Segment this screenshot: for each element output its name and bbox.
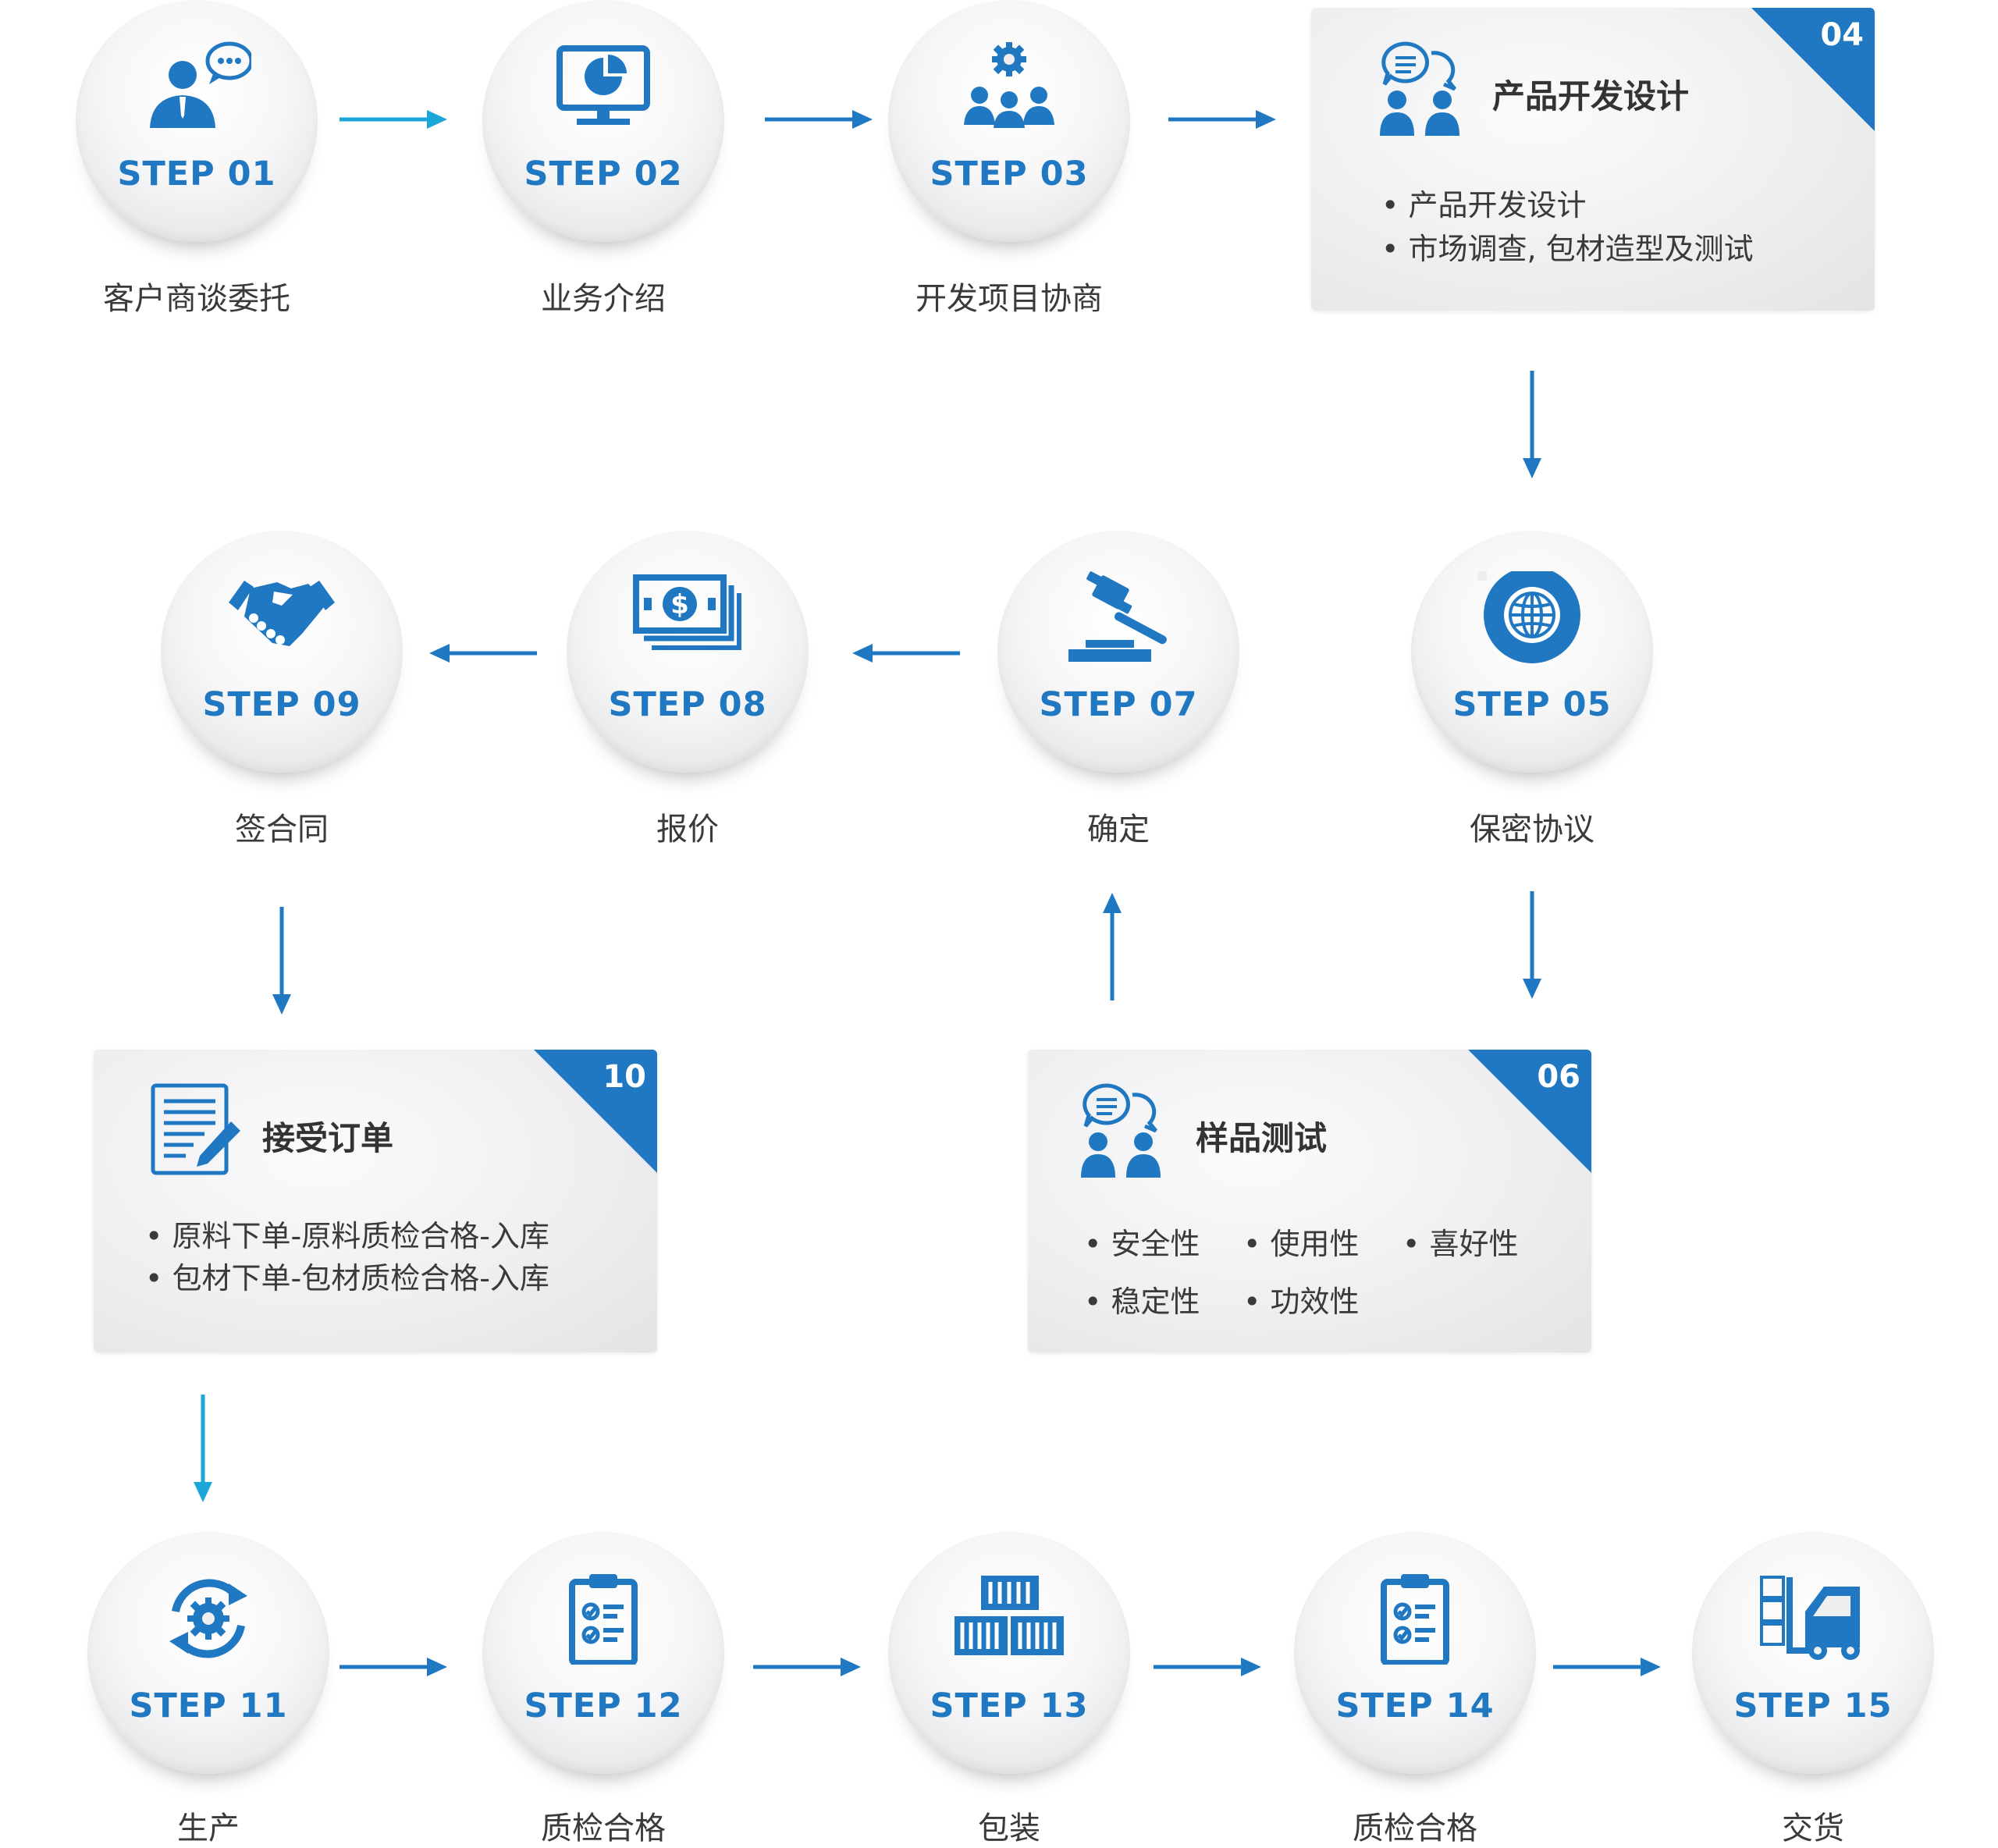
arrow-left (428, 641, 537, 665)
clipboard-check-icon (1360, 1573, 1470, 1665)
step-label: STEP 03 (930, 155, 1089, 194)
arrow-down (191, 1395, 215, 1504)
card-bullet: • 稳定性 (1084, 1285, 1200, 1319)
step-caption: 包装 (978, 1811, 1040, 1846)
step-circle (482, 1532, 724, 1774)
card-title: 产品开发设计 (1492, 77, 1690, 116)
cycle-gear-icon (154, 1573, 263, 1665)
card-bullet: • 喜好性 (1403, 1227, 1519, 1261)
step-label: STEP 01 (117, 155, 276, 194)
step-label: STEP 08 (608, 685, 767, 724)
step-caption: 质检合格 (541, 1811, 666, 1846)
step-03: STEP 03 (888, 0, 1130, 242)
money-icon: $ (633, 571, 742, 663)
step-circle (567, 531, 809, 773)
step-caption: 签合同 (235, 812, 329, 848)
card-bullet: • 产品开发设计 (1381, 188, 1587, 222)
card-corner (1468, 1050, 1591, 1173)
arrow-up (1100, 891, 1124, 1000)
card-06-sample-test: 06 样品测试 • 安全性 • 使用性 • 喜好性 • 稳定性 • 功效性 (1028, 1050, 1591, 1352)
step-13: STEP 13 (888, 1532, 1130, 1774)
card-number: 06 (1537, 1059, 1580, 1095)
step-caption: 质检合格 (1353, 1811, 1477, 1846)
arrow-right (1168, 108, 1278, 131)
card-bullet: • 市场调查, 包材造型及测试 (1381, 232, 1754, 266)
card-number: 04 (1820, 17, 1864, 53)
step-02: STEP 02 (482, 0, 724, 242)
step-caption: 报价 (656, 812, 719, 848)
card-10-accept-order: 10 接受订单 • 原料下单-原料质检合格-入库 • 包材下单-包材质检合格-入… (94, 1050, 657, 1352)
card-04-product-design: 04 产品开发设计 • 产品开发设计 • 市场调查, 包材造型及测试 (1311, 8, 1875, 311)
step-caption: 保密协议 (1470, 812, 1594, 848)
svg-text:$: $ (670, 589, 689, 620)
step-15: STEP 15 (1692, 1532, 1934, 1774)
step-label: STEP 07 (1039, 685, 1198, 724)
step-09: STEP 09 (161, 531, 403, 773)
arrow-right (753, 1655, 862, 1679)
arrow-right (1154, 1655, 1263, 1679)
arrow-right (765, 108, 874, 131)
step-05: STEP 05 (1411, 531, 1653, 773)
arrow-left (851, 641, 960, 665)
arrow-right (1553, 1655, 1662, 1679)
step-label: STEP 11 (129, 1686, 288, 1725)
step-circle (1294, 1532, 1536, 1774)
step-caption: 生产 (177, 1811, 240, 1846)
step-label: STEP 15 (1733, 1686, 1893, 1725)
step-caption: 交货 (1782, 1811, 1844, 1846)
presentation-chart-icon (549, 41, 658, 133)
card-corner (534, 1050, 657, 1173)
gavel-icon (1064, 571, 1173, 663)
step-caption: 客户商谈委托 (103, 281, 290, 317)
team-gear-icon (955, 41, 1064, 133)
step-caption: 确定 (1087, 812, 1150, 848)
clipboard-check-icon (549, 1573, 658, 1665)
step-caption: 业务介绍 (541, 281, 666, 317)
customer-chat-icon (142, 41, 251, 133)
step-label: STEP 13 (930, 1686, 1089, 1725)
step-label: STEP 14 (1335, 1686, 1495, 1725)
step-12: STEP 12 (482, 1532, 724, 1774)
document-pen-icon (148, 1081, 242, 1182)
step-14: STEP 14 (1294, 1532, 1536, 1774)
containers-icon (955, 1573, 1064, 1665)
step-label: STEP 02 (524, 155, 683, 194)
card-bullet: • 包材下单-包材质检合格-入库 (145, 1261, 549, 1295)
card-title: 样品测试 (1196, 1119, 1328, 1157)
card-title: 接受订单 (262, 1119, 394, 1157)
step-label: STEP 05 (1452, 685, 1612, 724)
arrow-down (1520, 371, 1544, 480)
arrow-right (340, 108, 449, 131)
step-circle (888, 1532, 1130, 1774)
step-07: STEP 07 (997, 531, 1239, 773)
step-circle (161, 531, 403, 773)
card-bullet: • 原料下单-原料质检合格-入库 (145, 1219, 549, 1253)
step-11: STEP 11 (87, 1532, 329, 1774)
card-bullet: • 安全性 (1084, 1227, 1200, 1261)
arrow-down (270, 907, 293, 1016)
step-caption: 开发项目协商 (915, 281, 1103, 317)
arrow-down (1520, 891, 1544, 1000)
card-number: 10 (603, 1059, 646, 1095)
card-bullet: • 使用性 (1243, 1227, 1360, 1261)
step-label: STEP 12 (524, 1686, 683, 1725)
step-01: STEP 01 (76, 0, 318, 242)
discussion-icon (1075, 1081, 1168, 1182)
globe-gear-icon (1477, 571, 1587, 663)
card-bullet: • 功效性 (1243, 1285, 1360, 1319)
handshake-icon (227, 571, 336, 663)
card-corner (1751, 8, 1875, 131)
step-08: $ STEP 08 (567, 531, 809, 773)
arrow-right (340, 1655, 449, 1679)
step-label: STEP 09 (202, 685, 361, 724)
discussion-icon (1374, 39, 1467, 140)
forklift-icon (1758, 1573, 1868, 1665)
